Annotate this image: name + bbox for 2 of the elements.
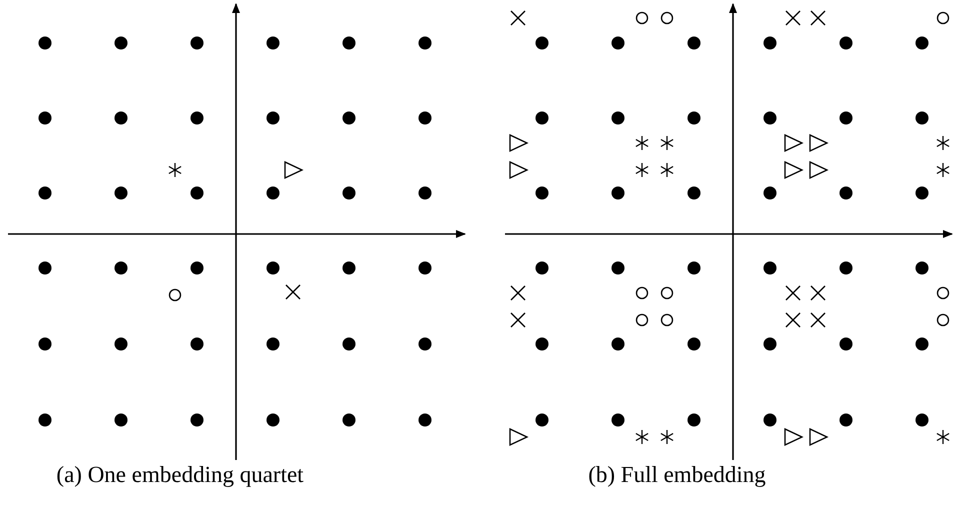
figure-caption: (a) One embedding quartet (56, 462, 304, 488)
figure-caption: (b) Full embedding (588, 462, 766, 488)
